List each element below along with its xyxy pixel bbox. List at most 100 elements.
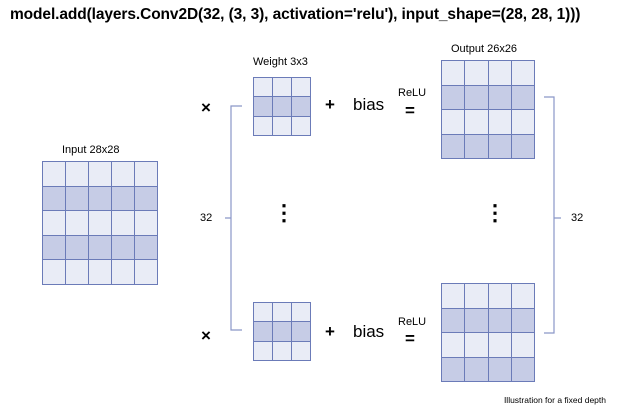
grid-cell (465, 308, 488, 332)
footer-note: Illustration for a fixed depth (503, 395, 606, 405)
bias-label-top: bias (353, 95, 385, 114)
plus-symbol-bottom: + (325, 322, 335, 341)
grid-cell (292, 322, 310, 341)
grid-cell (254, 341, 272, 360)
grid-cell (135, 211, 157, 235)
filter-count-left: 32 (200, 212, 213, 224)
grid-cell (442, 85, 465, 109)
grid-cell (292, 341, 310, 360)
grid-cell (465, 134, 488, 158)
grid-cell (442, 61, 465, 85)
grid-cell (254, 116, 272, 135)
grid-cell (273, 322, 291, 341)
grid-cell (89, 260, 111, 284)
grid-cell (488, 357, 511, 381)
equals-symbol-top: = (405, 101, 415, 120)
grid-cell (273, 303, 291, 322)
grid-cell (442, 308, 465, 332)
grid-cell (465, 61, 488, 85)
grid-cell (112, 186, 134, 211)
grid-cell (135, 186, 157, 211)
right-bracket (544, 96, 561, 334)
grid-cell (292, 97, 310, 116)
grid-cell (66, 211, 88, 235)
filter-count-right: 32 (571, 212, 584, 224)
grid-cell (254, 303, 272, 322)
weight-grid-bottom (253, 302, 311, 361)
equals-symbol-bottom: = (405, 329, 415, 348)
grid-cell (511, 284, 534, 308)
times-symbol-top: × (201, 98, 211, 117)
grid-cell (254, 322, 272, 341)
grid-cell (89, 162, 111, 186)
input-label: Input 28x28 (62, 144, 120, 156)
grid-cell (112, 235, 134, 260)
grid-cell (89, 235, 111, 260)
times-symbol-bottom: × (201, 326, 211, 345)
plus-symbol-top: + (325, 95, 335, 114)
weight-label: Weight 3x3 (253, 56, 308, 68)
grid-cell (43, 260, 65, 284)
grid-cell (442, 134, 465, 158)
grid-cell (511, 333, 534, 357)
grid-cell (488, 110, 511, 134)
weight-grid-top (253, 77, 311, 136)
grid-cell (135, 260, 157, 284)
grid-cell (135, 235, 157, 260)
code-title: model.add(layers.Conv2D(32, (3, 3), acti… (10, 6, 581, 23)
grid-cell (273, 78, 291, 97)
grid-cell (89, 211, 111, 235)
grid-cell (66, 260, 88, 284)
grid-cell (465, 333, 488, 357)
relu-label-bottom: ReLU (398, 316, 427, 328)
grid-cell (43, 162, 65, 186)
grid-cell (511, 308, 534, 332)
grid-cell (488, 85, 511, 109)
grid-cell (66, 235, 88, 260)
grid-cell (511, 134, 534, 158)
bias-label-bottom: bias (353, 322, 385, 341)
grid-cell (442, 284, 465, 308)
grid-cell (112, 162, 134, 186)
grid-cell (488, 333, 511, 357)
grid-cell (135, 162, 157, 186)
grid-cell (488, 61, 511, 85)
grid-cell (488, 134, 511, 158)
grid-cell (465, 357, 488, 381)
grid-cell (465, 110, 488, 134)
output-label: Output 26x26 (451, 43, 518, 55)
left-bracket (225, 105, 242, 331)
grid-cell (511, 61, 534, 85)
grid-cell (112, 260, 134, 284)
grid-cell (511, 357, 534, 381)
grid-cell (511, 85, 534, 109)
grid-cell (66, 162, 88, 186)
output-grid-bottom (441, 283, 535, 382)
grid-cell (43, 211, 65, 235)
grid-cell (511, 110, 534, 134)
grid-cell (465, 284, 488, 308)
grid-cell (488, 308, 511, 332)
output-grid-top (441, 60, 535, 159)
grid-cell (292, 303, 310, 322)
grid-cell (43, 186, 65, 211)
grid-cell (292, 78, 310, 97)
grid-cell (488, 284, 511, 308)
grid-cell (442, 357, 465, 381)
grid-cell (442, 333, 465, 357)
grid-cell (292, 116, 310, 135)
grid-cell (442, 110, 465, 134)
grid-cell (465, 85, 488, 109)
grid-cell (66, 186, 88, 211)
grid-cell (254, 78, 272, 97)
grid-cell (254, 97, 272, 116)
grid-cell (89, 186, 111, 211)
grid-cell (43, 235, 65, 260)
input-grid (42, 161, 158, 285)
relu-label-top: ReLU (398, 87, 427, 99)
grid-cell (273, 341, 291, 360)
grid-cell (112, 211, 134, 235)
grid-cell (273, 97, 291, 116)
grid-cell (273, 116, 291, 135)
